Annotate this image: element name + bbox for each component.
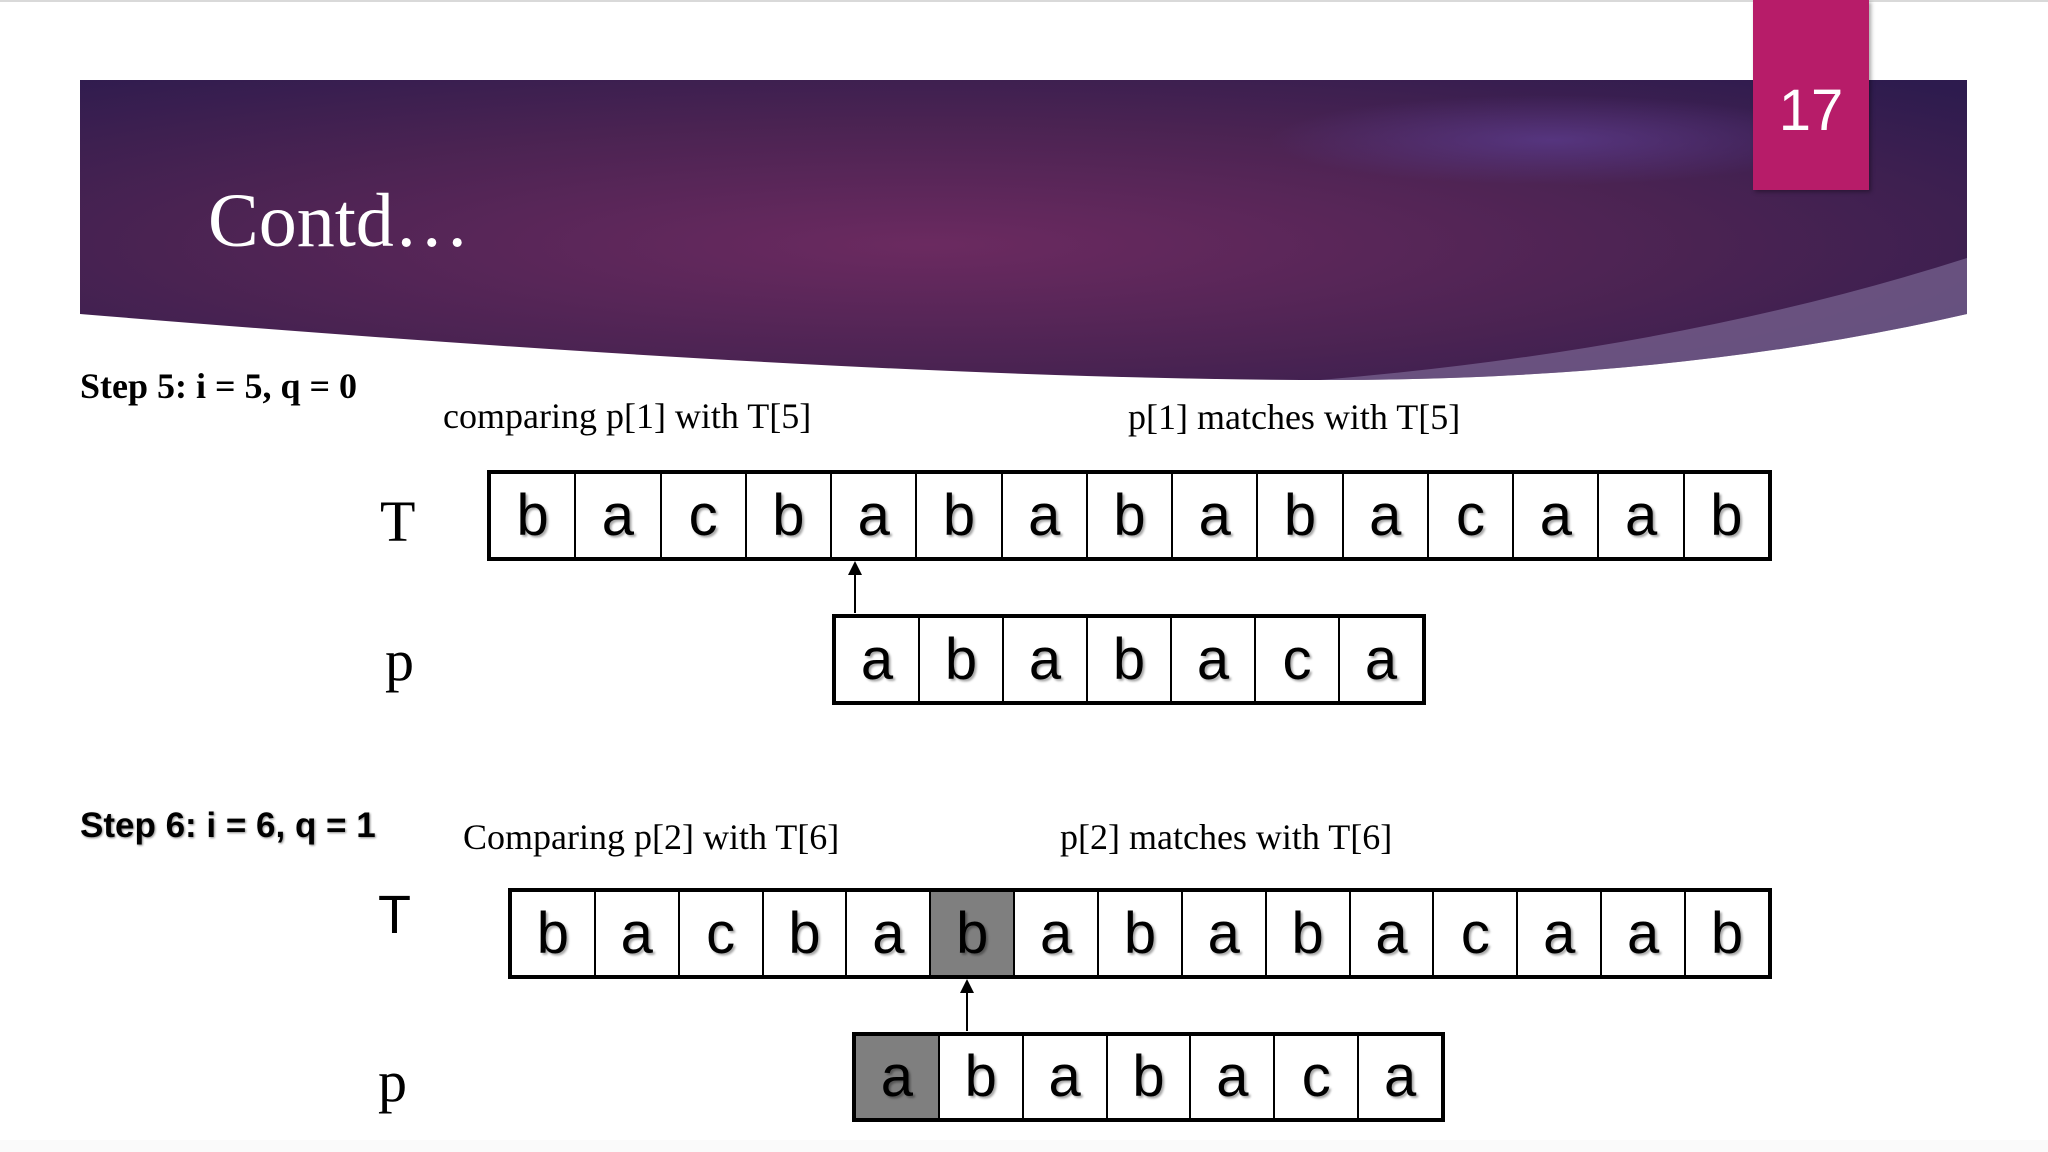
pattern-cell: b — [1105, 1036, 1190, 1118]
pattern-cell: b — [918, 618, 1002, 701]
text-cell: a — [593, 892, 678, 975]
step-6-match-caption: p[2] matches with T[6] — [1060, 817, 1393, 857]
step-5-pointer-arrow — [848, 561, 862, 613]
text-cell: b — [516, 482, 549, 548]
step-6-pointer-arrow — [960, 979, 974, 1031]
text-cell: b — [744, 474, 830, 557]
bottom-edge — [0, 1140, 2048, 1152]
slide-number: 17 — [1778, 78, 1844, 143]
pattern-cell: a — [1002, 618, 1086, 701]
step-6-text-label: T — [378, 885, 411, 945]
text-cell: b — [761, 892, 846, 975]
step-5-label: Step 5: i = 5, q = 0 — [80, 366, 358, 406]
text-cell: b — [929, 892, 1014, 975]
text-cell: b — [1085, 474, 1171, 557]
pattern-cell: c — [1254, 618, 1338, 701]
text-cell: a — [1180, 892, 1265, 975]
step-5-pattern-label: p — [385, 628, 414, 693]
pattern-cell: a — [860, 626, 894, 692]
text-cell: a — [1171, 474, 1256, 557]
text-cell: a — [1516, 892, 1600, 975]
text-cell: c — [1426, 474, 1512, 557]
text-cell: b — [536, 900, 570, 966]
pattern-cell: a — [1338, 618, 1422, 701]
text-cell: a — [574, 474, 659, 557]
text-cell: a — [845, 892, 929, 975]
step-5-text-label: T — [380, 489, 416, 554]
text-cell: a — [1000, 474, 1086, 557]
text-cell: b — [1682, 474, 1768, 557]
pattern-cell: a — [1189, 1036, 1273, 1118]
text-cell: a — [1341, 474, 1427, 557]
top-border — [0, 0, 2048, 2]
text-cell: a — [1597, 474, 1682, 557]
text-cell: a — [1013, 892, 1097, 975]
text-cell: b — [1256, 474, 1341, 557]
step-6-compare-caption: Comparing p[2] with T[6] — [463, 817, 840, 857]
text-cell: a — [830, 474, 915, 557]
pattern-cell: b — [937, 1036, 1022, 1118]
text-cell: a — [1512, 474, 1597, 557]
pattern-cell: b — [1086, 618, 1170, 701]
slide-title: Contd… — [208, 179, 470, 263]
text-cell: c — [1432, 892, 1516, 975]
pattern-cell: a — [1357, 1036, 1441, 1118]
text-cell: a — [1348, 892, 1433, 975]
text-cell: b — [1097, 892, 1181, 975]
step-5-match-caption: p[1] matches with T[5] — [1128, 397, 1461, 437]
text-cell: c — [677, 892, 762, 975]
text-cell: b — [1264, 892, 1349, 975]
text-cell: c — [659, 474, 745, 557]
text-cell: b — [915, 474, 1000, 557]
text-cell: a — [1600, 892, 1684, 975]
pattern-cell: a — [856, 1036, 938, 1118]
slide-number-box: 17 — [1753, 0, 1869, 190]
pattern-cell: a — [1021, 1036, 1106, 1118]
pattern-cell: c — [1273, 1036, 1357, 1118]
step-6-label: Step 6: i = 6, q = 1 — [80, 806, 376, 845]
pattern-cell: a — [1170, 618, 1254, 701]
text-cell: b — [1684, 892, 1768, 975]
title-banner — [80, 80, 1967, 380]
step-5-compare-caption: comparing p[1] with T[5] — [443, 396, 812, 436]
step-6-pattern-label: p — [378, 1049, 407, 1114]
